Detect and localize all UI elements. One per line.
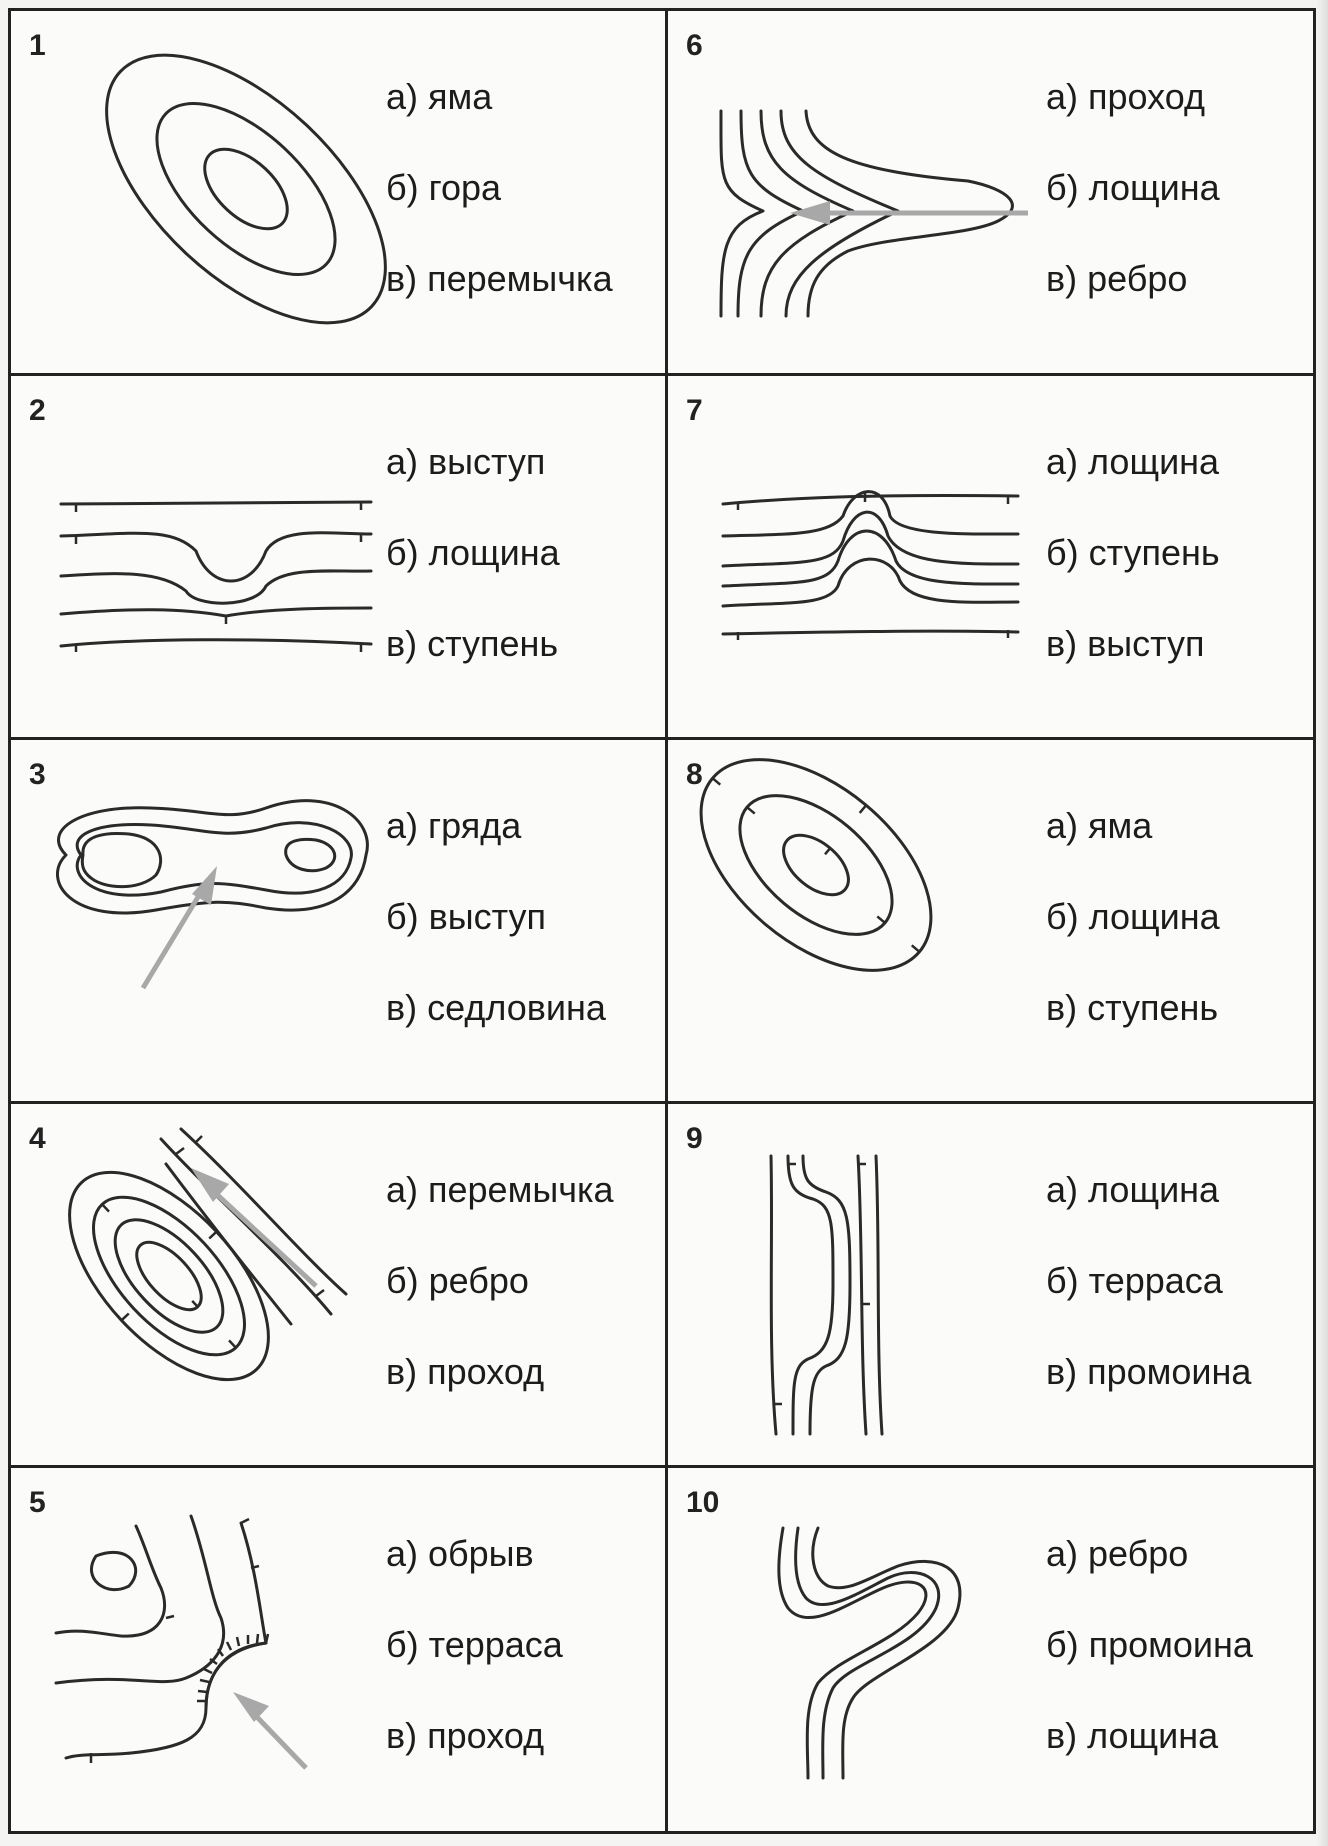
answer-option-a[interactable]: а) выступ [386,441,546,482]
answer-option-c[interactable]: в) перемычка [386,258,613,299]
scan-edge-shadow [1316,0,1328,1846]
grid-divider-row-4 [11,1465,1313,1468]
answer-option-c[interactable]: в) лощина [1046,1715,1219,1756]
answer-option-c[interactable]: в) ступень [1046,987,1219,1028]
answer-option-c[interactable]: в) выступ [1046,623,1205,664]
contour-figure-ridge [719,109,1028,318]
answer-option-b[interactable]: б) гора [386,167,502,208]
task-grid: 1 а) яма б) гора в) перемычка 6 а) пр [8,8,1316,1834]
answer-option-c[interactable]: в) промоина [1046,1351,1252,1392]
contour-figure-depression [699,758,933,972]
answer-option-b[interactable]: б) лощина [386,532,560,573]
answer-option-a[interactable]: а) лощина [1046,441,1220,482]
contour-figure-terrace [769,1154,884,1436]
task-cell-10: 10 а) ребро б) промоина в) лощина [668,1468,1322,1830]
answer-option-c[interactable]: в) ребро [1046,258,1188,299]
answer-option-a[interactable]: а) ребро [1046,1533,1189,1574]
answer-options: а) обрыв б) терраса в) проход [386,1508,563,1781]
answer-option-b[interactable]: б) выступ [386,896,546,937]
answer-option-c[interactable]: в) ступень [386,623,559,664]
task-cell-4: 4 а) перемычка б) ребр [11,1104,665,1466]
contour-figure-washout [777,1526,962,1780]
task-number: 6 [686,29,703,62]
task-number: 2 [29,394,46,427]
task-cell-6: 6 а) проход б) лощина в) ребро [668,11,1322,373]
task-number: 8 [686,758,703,791]
answer-options: а) гряда б) выступ в) седловина [386,780,606,1053]
task-cell-8: 8 а) яма б) лощина в) ступень [668,740,1322,1102]
contour-figure-gully [59,500,373,652]
answer-option-b[interactable]: б) ребро [386,1260,529,1301]
answer-option-b[interactable]: б) ступень [1046,532,1220,573]
contour-figure-spur [721,490,1020,640]
task-number: 10 [686,1486,720,1519]
answer-option-b[interactable]: б) терраса [1046,1260,1223,1301]
answer-option-c[interactable]: в) проход [386,1351,545,1392]
answer-option-a[interactable]: а) проход [1046,76,1205,117]
answer-option-a[interactable]: а) обрыв [386,1533,534,1574]
task-cell-3: 3 а) гряда б) выступ в) седловина [11,740,665,1102]
answer-options: а) выступ б) лощина в) ступень [386,416,560,689]
contour-figure-hill [105,53,387,325]
answer-option-c[interactable]: в) проход [386,1715,545,1756]
task-number: 4 [29,1122,46,1155]
answer-options: а) проход б) лощина в) ребро [1046,51,1220,324]
task-cell-5: 5 [11,1468,665,1830]
task-cell-9: 9 а) лощина б) терраса в) промоина [668,1104,1322,1466]
answer-option-a[interactable]: а) перемычка [386,1169,614,1210]
answer-option-c[interactable]: в) седловина [386,987,606,1028]
answer-option-a[interactable]: а) гряда [386,805,522,846]
answer-option-b[interactable]: б) лощина [1046,167,1220,208]
answer-options: а) лощина б) терраса в) промоина [1046,1144,1251,1417]
grid-divider-row-3 [11,1101,1313,1104]
task-number: 3 [29,758,46,791]
task-number: 9 [686,1122,703,1155]
contour-figure-cliff [54,1514,308,1770]
answer-option-a[interactable]: а) яма [386,76,493,117]
task-number: 7 [686,394,703,427]
answer-options: а) перемычка б) ребро в) проход [386,1144,614,1417]
grid-divider-row-2 [11,737,1313,740]
answer-options: а) яма б) лощина в) ступень [1046,780,1220,1053]
answer-option-b[interactable]: б) промоина [1046,1624,1253,1665]
task-number: 1 [29,29,46,62]
task-cell-7: 7 а) лощина б) ступень в) выступ [668,376,1322,738]
answer-option-a[interactable]: а) яма [1046,805,1153,846]
contour-figure-pass [68,1127,348,1382]
contour-figure-saddle [56,799,369,990]
task-cell-2: 2 а) выступ б) лощина в) ступень [11,376,665,738]
answer-option-a[interactable]: а) лощина [1046,1169,1220,1210]
answer-options: а) ребро б) промоина в) лощина [1046,1508,1253,1781]
grid-divider-vertical [665,11,668,1831]
answer-options: а) яма б) гора в) перемычка [386,51,613,324]
answer-option-b[interactable]: б) лощина [1046,896,1220,937]
task-number: 5 [29,1486,46,1519]
answer-option-b[interactable]: б) терраса [386,1624,563,1665]
answer-options: а) лощина б) ступень в) выступ [1046,416,1220,689]
grid-divider-row-1 [11,373,1313,376]
task-cell-1: 1 а) яма б) гора в) перемычка [11,11,665,373]
